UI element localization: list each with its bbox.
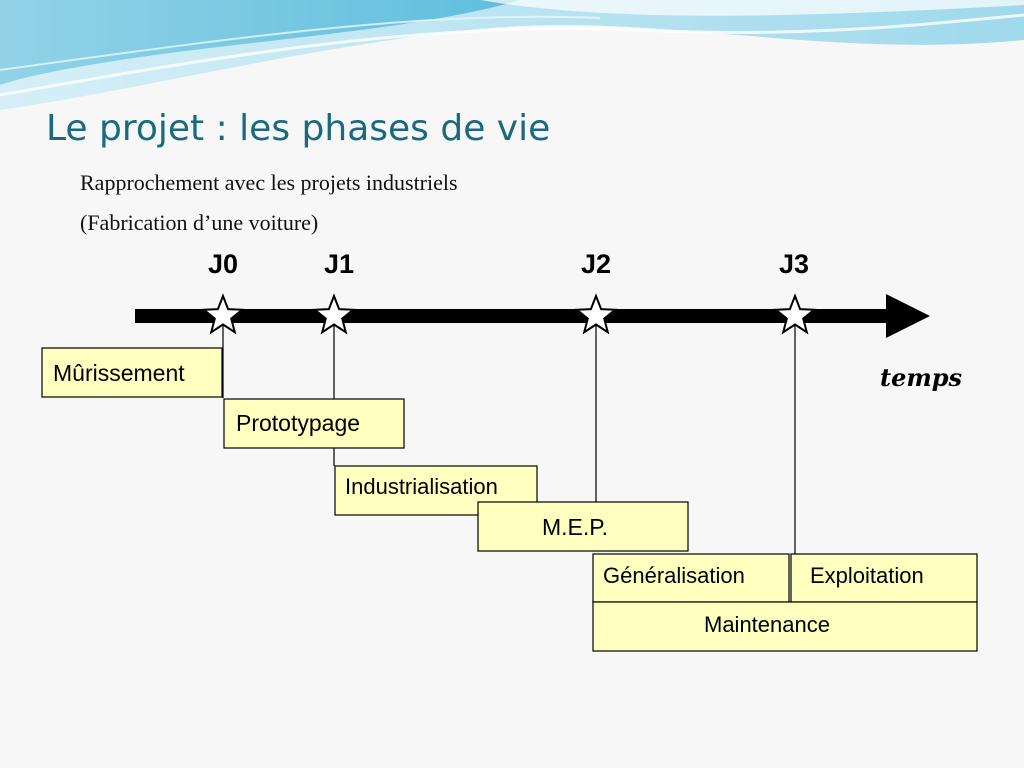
milestone-label-j1: J1: [324, 249, 354, 279]
phase-label-maintenance: Maintenance: [704, 612, 830, 637]
time-axis-arrow: [135, 294, 930, 338]
phase-box-exploitation: Exploitation: [790, 553, 978, 603]
slide-subtitle-line2: (Fabrication d’une voiture): [80, 210, 319, 235]
phase-label-industrialisation: Industrialisation: [345, 474, 498, 499]
phase-box-mep: M.E.P.: [477, 501, 689, 552]
phase-label-mep: M.E.P.: [542, 514, 608, 540]
phase-label-murissement: Mûrissement: [53, 360, 185, 386]
phase-box-prototypage: Prototypage: [223, 398, 405, 449]
wave-banner: [0, 0, 1024, 110]
milestone-star-icon-j2: [574, 293, 618, 335]
milestone-label-j3: J3: [779, 249, 809, 279]
slide-subtitle-line1: Rapprochement avec les projets industrie…: [80, 170, 458, 195]
milestone-star-icon-j0: [201, 293, 245, 335]
phase-box-industrialisation: Industrialisation: [334, 465, 538, 516]
phase-label-generalisation: Généralisation: [603, 563, 745, 588]
milestone-star-icons: [201, 293, 817, 335]
phase-box-generalisation: Généralisation: [592, 553, 790, 603]
phase-label-prototypage: Prototypage: [236, 410, 360, 436]
milestone-label-j0: J0: [208, 249, 238, 279]
phase-label-exploitation: Exploitation: [810, 563, 924, 588]
axis-label-temps: temps: [880, 363, 963, 392]
slide-title: Le projet : les phases de vie: [46, 108, 551, 149]
phase-box-murissement: Mûrissement: [41, 347, 223, 398]
milestone-star-icon-j3: [773, 293, 817, 335]
phase-box-maintenance: Maintenance: [592, 601, 978, 652]
milestone-star-icon-j1: [312, 293, 356, 335]
milestone-label-j2: J2: [581, 249, 611, 279]
